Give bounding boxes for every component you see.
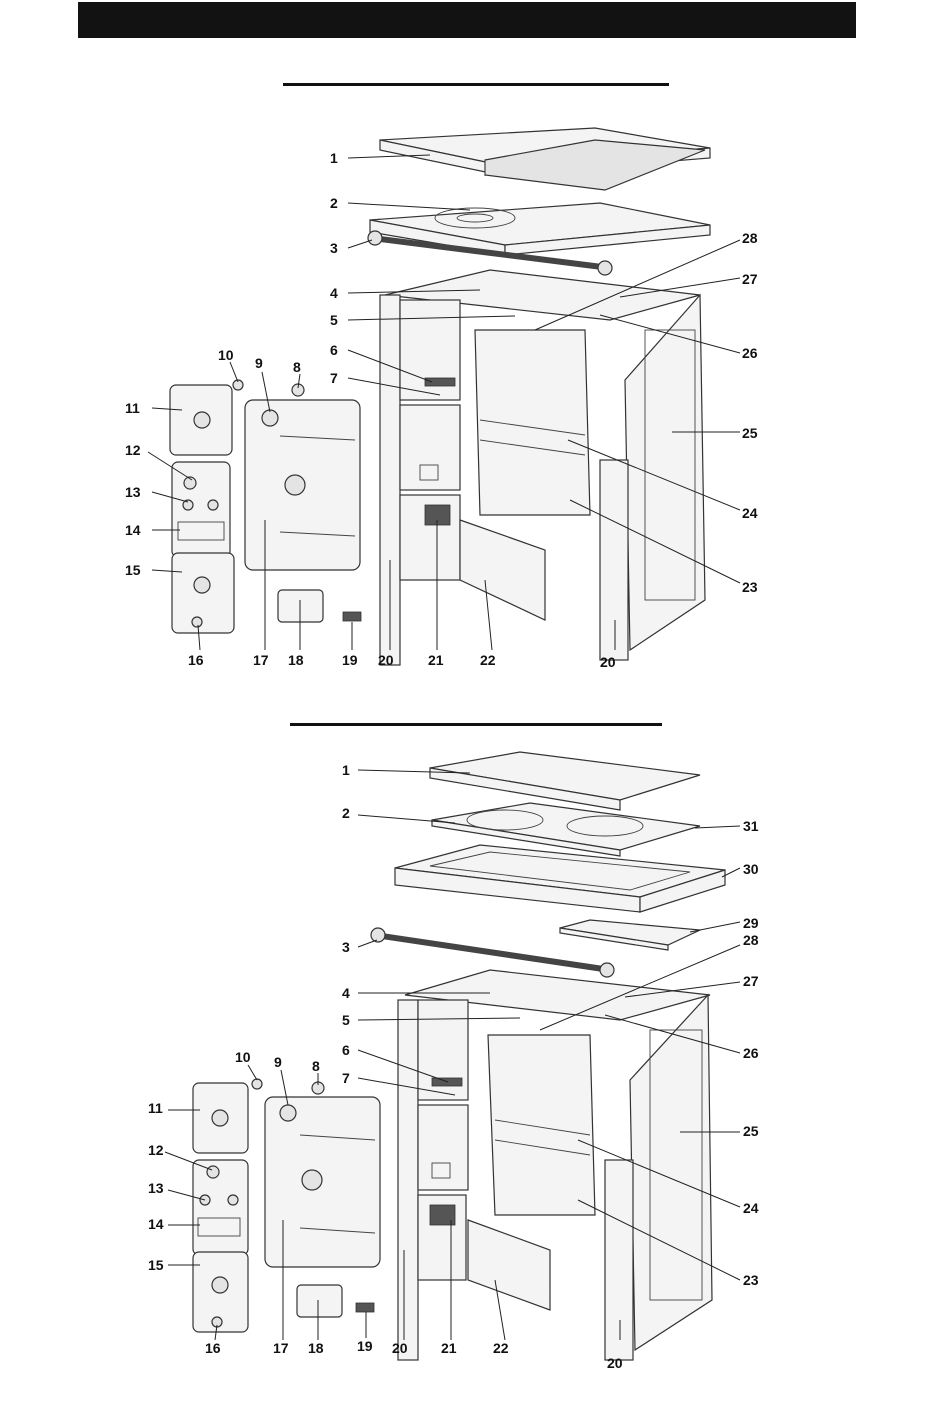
label-12: 12 <box>148 1142 164 1158</box>
label-28: 28 <box>742 230 758 246</box>
label-17: 17 <box>273 1340 289 1356</box>
label-25: 25 <box>742 425 758 441</box>
label-21: 21 <box>428 652 444 668</box>
stove-body <box>380 270 705 665</box>
label-20a: 20 <box>378 652 394 668</box>
label-23: 23 <box>742 579 758 595</box>
label-3: 3 <box>342 939 350 955</box>
label-3: 3 <box>330 240 338 256</box>
label-21: 21 <box>441 1340 457 1356</box>
label-10: 10 <box>235 1049 251 1065</box>
label-2: 2 <box>342 805 350 821</box>
label-16: 16 <box>205 1340 221 1356</box>
label-2: 2 <box>330 195 338 211</box>
label-9: 9 <box>255 355 263 371</box>
label-10: 10 <box>218 347 234 363</box>
label-7: 7 <box>330 370 338 386</box>
label-26: 26 <box>743 1045 759 1061</box>
label-20b: 20 <box>600 654 616 670</box>
label-17: 17 <box>253 652 269 668</box>
label-1: 1 <box>330 150 338 166</box>
label-20a: 20 <box>392 1340 408 1356</box>
label-24: 24 <box>742 505 758 521</box>
label-8: 8 <box>312 1058 320 1074</box>
label-6: 6 <box>330 342 338 358</box>
label-31: 31 <box>743 818 759 834</box>
label-11: 11 <box>125 400 140 416</box>
door-parts-left <box>193 1079 380 1332</box>
label-25: 25 <box>743 1123 759 1139</box>
label-13: 13 <box>125 484 141 500</box>
label-12: 12 <box>125 442 141 458</box>
part-1-top-plate <box>380 128 710 190</box>
label-5: 5 <box>342 1012 350 1028</box>
label-18: 18 <box>308 1340 324 1356</box>
exploded-diagram-bottom: 1 2 31 30 29 3 28 27 4 5 6 26 7 10 9 8 1… <box>0 740 950 1400</box>
section-rule-top <box>283 83 669 86</box>
label-13: 13 <box>148 1180 164 1196</box>
part-1-top-plate <box>430 752 700 810</box>
exploded-diagram-top: 1 2 3 4 5 6 7 8 9 10 11 12 13 14 15 16 1… <box>0 100 950 700</box>
label-18: 18 <box>288 652 304 668</box>
stove-body <box>398 970 712 1360</box>
label-9: 9 <box>274 1054 282 1070</box>
label-22: 22 <box>480 652 496 668</box>
label-23: 23 <box>743 1272 759 1288</box>
label-14: 14 <box>148 1216 164 1232</box>
label-15: 15 <box>148 1257 164 1273</box>
label-22: 22 <box>493 1340 509 1356</box>
label-30: 30 <box>743 861 759 877</box>
label-26: 26 <box>742 345 758 361</box>
section-rule-bottom <box>290 723 662 726</box>
label-8: 8 <box>293 359 301 375</box>
label-24: 24 <box>743 1200 759 1216</box>
label-15: 15 <box>125 562 141 578</box>
label-20b: 20 <box>607 1355 623 1371</box>
label-16: 16 <box>188 652 204 668</box>
label-19: 19 <box>342 652 358 668</box>
label-7: 7 <box>342 1070 350 1086</box>
label-5: 5 <box>330 312 338 328</box>
label-11: 11 <box>148 1100 163 1116</box>
label-27: 27 <box>743 973 759 989</box>
label-4: 4 <box>342 985 350 1001</box>
label-19: 19 <box>357 1338 373 1354</box>
label-29: 29 <box>743 915 759 931</box>
label-4: 4 <box>330 285 338 301</box>
label-28: 28 <box>743 932 759 948</box>
label-14: 14 <box>125 522 141 538</box>
part-29-plate <box>560 920 700 950</box>
label-6: 6 <box>342 1042 350 1058</box>
label-27: 27 <box>742 271 758 287</box>
label-1: 1 <box>342 762 350 778</box>
header-bar <box>78 2 856 38</box>
part-30-frame <box>395 845 725 912</box>
